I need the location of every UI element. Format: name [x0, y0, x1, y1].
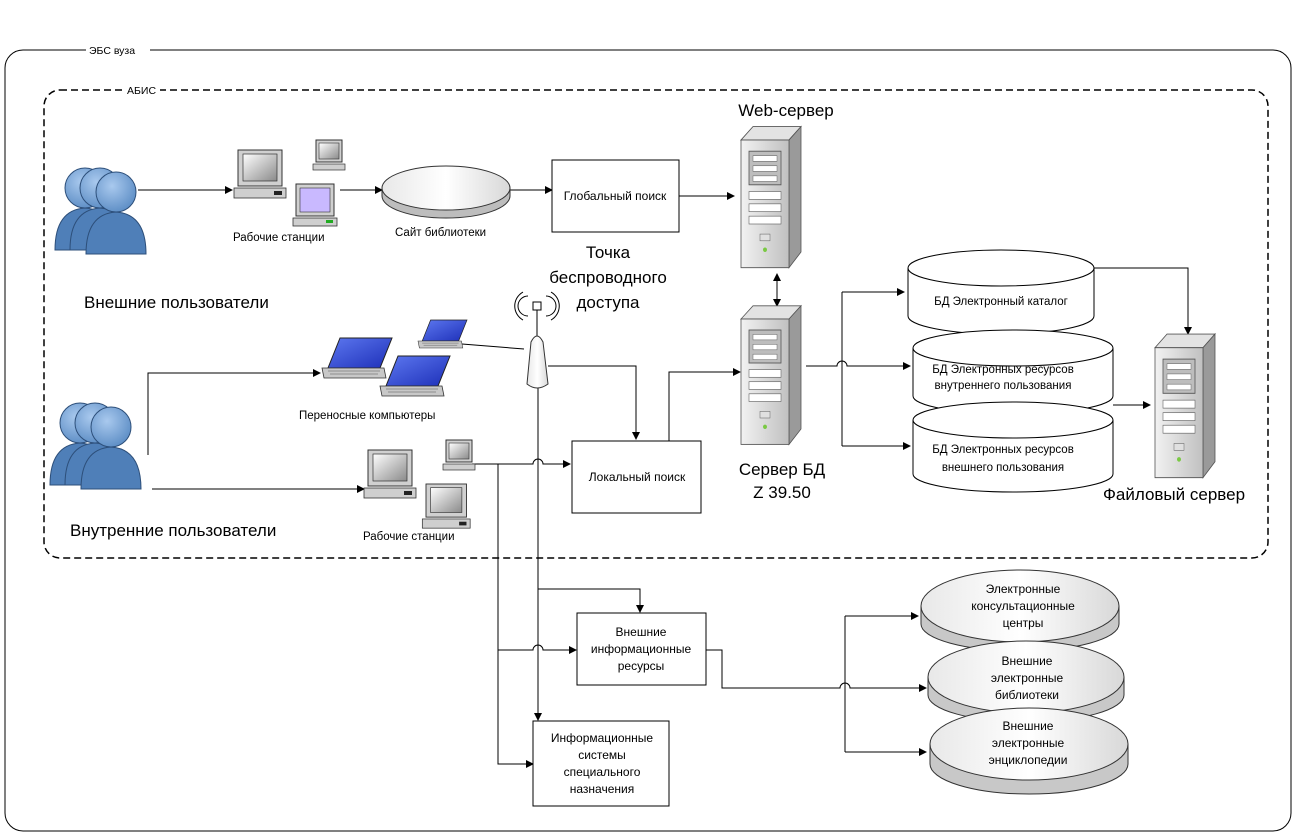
- db-internal-label: БД Электронных ресурсов внутреннего поль…: [932, 364, 1074, 392]
- special-systems-box: [532, 720, 670, 807]
- library-site-icon: [381, 165, 511, 219]
- global-search-label: Глобальный поиск: [564, 189, 667, 203]
- svg-text:консультационные: консультационные: [971, 599, 1075, 613]
- abis-container: [43, 89, 1269, 559]
- svg-text:доступа: доступа: [576, 293, 640, 312]
- svg-text:Точка: Точка: [586, 243, 631, 262]
- workstations-top-label: Рабочие станции: [233, 232, 325, 244]
- special-systems-label: Информационные системы специального назн…: [551, 731, 654, 796]
- external-users-icon: [54, 165, 147, 255]
- svg-text:электронные: электронные: [992, 736, 1065, 750]
- db-catalog-cylinder: [907, 249, 1095, 335]
- svg-text:БД Электронных ресурсов: БД Электронных ресурсов: [932, 444, 1074, 456]
- svg-text:библиотеки: библиотеки: [995, 688, 1059, 702]
- ext-info-label: Внешние информационные ресурсы: [591, 625, 692, 673]
- ext-encyclopedias-label: Внешние электронные энциклопедии: [989, 719, 1068, 767]
- ebs-label: ЭБС вуза: [89, 45, 135, 57]
- global-search-box: [551, 159, 680, 233]
- svg-text:системы: системы: [578, 748, 626, 762]
- library-site-label: Сайт библиотеки: [395, 227, 486, 239]
- svg-text:Информационные: Информационные: [551, 731, 654, 745]
- svg-text:Электронные: Электронные: [986, 582, 1061, 596]
- svg-text:Внешние: Внешние: [616, 625, 667, 639]
- local-search-label: Локальный поиск: [589, 470, 686, 484]
- laptops-icon: [321, 319, 468, 397]
- ext-libraries-label: Внешние электронные библиотеки: [991, 654, 1064, 702]
- svg-text:Сервер БД: Сервер БД: [739, 460, 826, 479]
- local-search-box: [571, 440, 702, 514]
- db-external-cylinder: [912, 401, 1114, 493]
- web-server-label: Web-сервер: [738, 101, 833, 120]
- db-external-label: БД Электронных ресурсов внешнего пользов…: [932, 444, 1074, 474]
- svg-text:специального: специального: [564, 765, 641, 779]
- internal-users-label: Внутренние пользователи: [70, 521, 276, 540]
- laptops-label: Переносные компьютеры: [299, 410, 435, 422]
- ebs-container: [4, 49, 1292, 832]
- ext-libraries-disc: [927, 640, 1125, 723]
- svg-text:Внешние: Внешние: [1003, 719, 1054, 733]
- svg-text:энциклопедии: энциклопедии: [989, 753, 1068, 767]
- svg-text:информационные: информационные: [591, 642, 692, 656]
- consult-centers-disc: [920, 569, 1120, 652]
- web-server-icon: [740, 125, 802, 269]
- db-catalog-label: БД Электронный каталог: [934, 296, 1068, 308]
- file-server-label: Файловый сервер: [1103, 485, 1245, 504]
- svg-text:Внешние: Внешние: [1002, 654, 1053, 668]
- workstations-bottom-label: Рабочие станции: [363, 531, 455, 543]
- internal-users-icon: [49, 400, 142, 490]
- svg-text:центры: центры: [1003, 616, 1044, 630]
- svg-text:беспроводного: беспроводного: [549, 268, 667, 287]
- db-internal-cylinder: [912, 329, 1114, 415]
- svg-text:внутреннего пользования: внутреннего пользования: [935, 380, 1072, 392]
- svg-text:БД Электронных ресурсов: БД Электронных ресурсов: [932, 364, 1074, 376]
- svg-text:ресурсы: ресурсы: [618, 659, 665, 673]
- svg-text:назначения: назначения: [570, 782, 634, 796]
- svg-text:внешнего пользования: внешнего пользования: [942, 462, 1064, 474]
- svg-text:Z 39.50: Z 39.50: [753, 483, 811, 502]
- access-point-label: Точка беспроводного доступа: [549, 243, 667, 312]
- db-server-icon: [740, 305, 802, 445]
- ext-info-box: [576, 612, 707, 686]
- abis-label: АБИС: [127, 85, 156, 97]
- svg-text:электронные: электронные: [991, 671, 1064, 685]
- db-server-label: Сервер БД Z 39.50: [739, 460, 826, 502]
- consult-centers-label: Электронные консультационные центры: [971, 582, 1075, 630]
- workstations-top-icon: [233, 139, 346, 227]
- ext-encyclopedias-disc: [929, 707, 1129, 795]
- workstations-bottom-icon: [363, 439, 476, 529]
- external-users-label: Внешние пользователи: [84, 293, 269, 312]
- file-server-icon: [1154, 333, 1216, 479]
- antenna-icon: [514, 291, 560, 389]
